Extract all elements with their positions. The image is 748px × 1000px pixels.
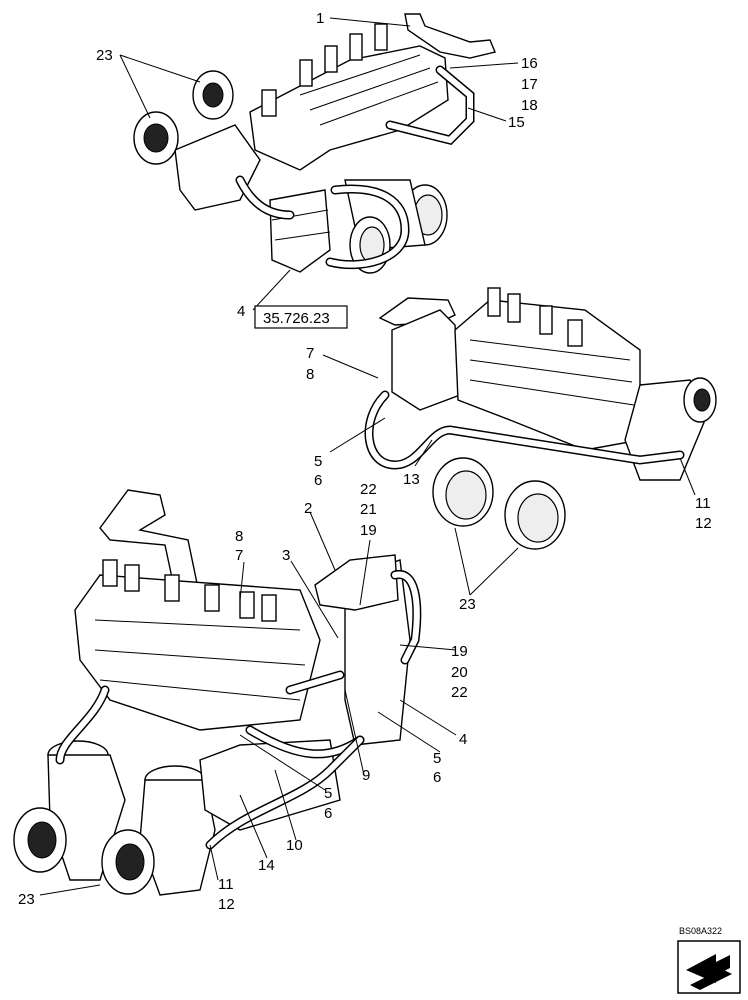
callout-4: 4 (237, 303, 245, 320)
callout-8: 8 (306, 366, 314, 383)
callout-23: 23 (96, 47, 113, 64)
callout-11: 11 (218, 876, 234, 893)
callout-18: 18 (521, 97, 538, 114)
callout-19: 19 (451, 643, 468, 660)
callout-6: 6 (324, 805, 332, 822)
callout-6: 6 (314, 472, 322, 489)
drawing-code: BS08A322 (679, 926, 722, 936)
callout-1: 1 (316, 10, 324, 27)
callout-17: 17 (521, 76, 538, 93)
assembly-view-middle (364, 287, 717, 550)
callout-23: 23 (18, 891, 35, 908)
callout-3: 3 (282, 547, 290, 564)
callout-7: 7 (306, 345, 314, 362)
callout-5: 5 (324, 785, 332, 802)
callout-8: 8 (235, 528, 243, 545)
callout-14: 14 (258, 857, 275, 874)
callout-4: 4 (459, 731, 467, 748)
callout-5: 5 (433, 750, 441, 767)
assembly-view-top (133, 13, 496, 274)
callout-5: 5 (314, 453, 322, 470)
leader-lines (39, 17, 696, 896)
callout-10: 10 (286, 837, 303, 854)
callout-6: 6 (433, 769, 441, 786)
reference-box[interactable]: 35.726.23 (254, 305, 348, 329)
assembly-view-bottom (13, 489, 422, 896)
callout-16: 16 (521, 55, 538, 72)
callout-7: 7 (235, 547, 243, 564)
callout-labels: 1 23 16 17 18 15 4 7 8 5 6 13 11 12 22 2… (18, 10, 712, 913)
callout-12: 12 (218, 896, 235, 913)
callout-11: 11 (695, 495, 711, 512)
callout-9: 9 (362, 767, 370, 784)
next-page-arrow-icon[interactable] (677, 940, 741, 994)
callout-2: 2 (304, 500, 312, 517)
callout-23: 23 (459, 596, 476, 613)
callout-20: 20 (451, 664, 468, 681)
callout-15: 15 (508, 114, 525, 131)
callout-22: 22 (451, 684, 468, 701)
callout-13: 13 (403, 471, 420, 488)
callout-22: 22 (360, 481, 377, 498)
reference-label: 35.726.23 (263, 310, 330, 327)
callout-12: 12 (695, 515, 712, 532)
callout-21: 21 (360, 501, 377, 518)
callout-19: 19 (360, 522, 377, 539)
